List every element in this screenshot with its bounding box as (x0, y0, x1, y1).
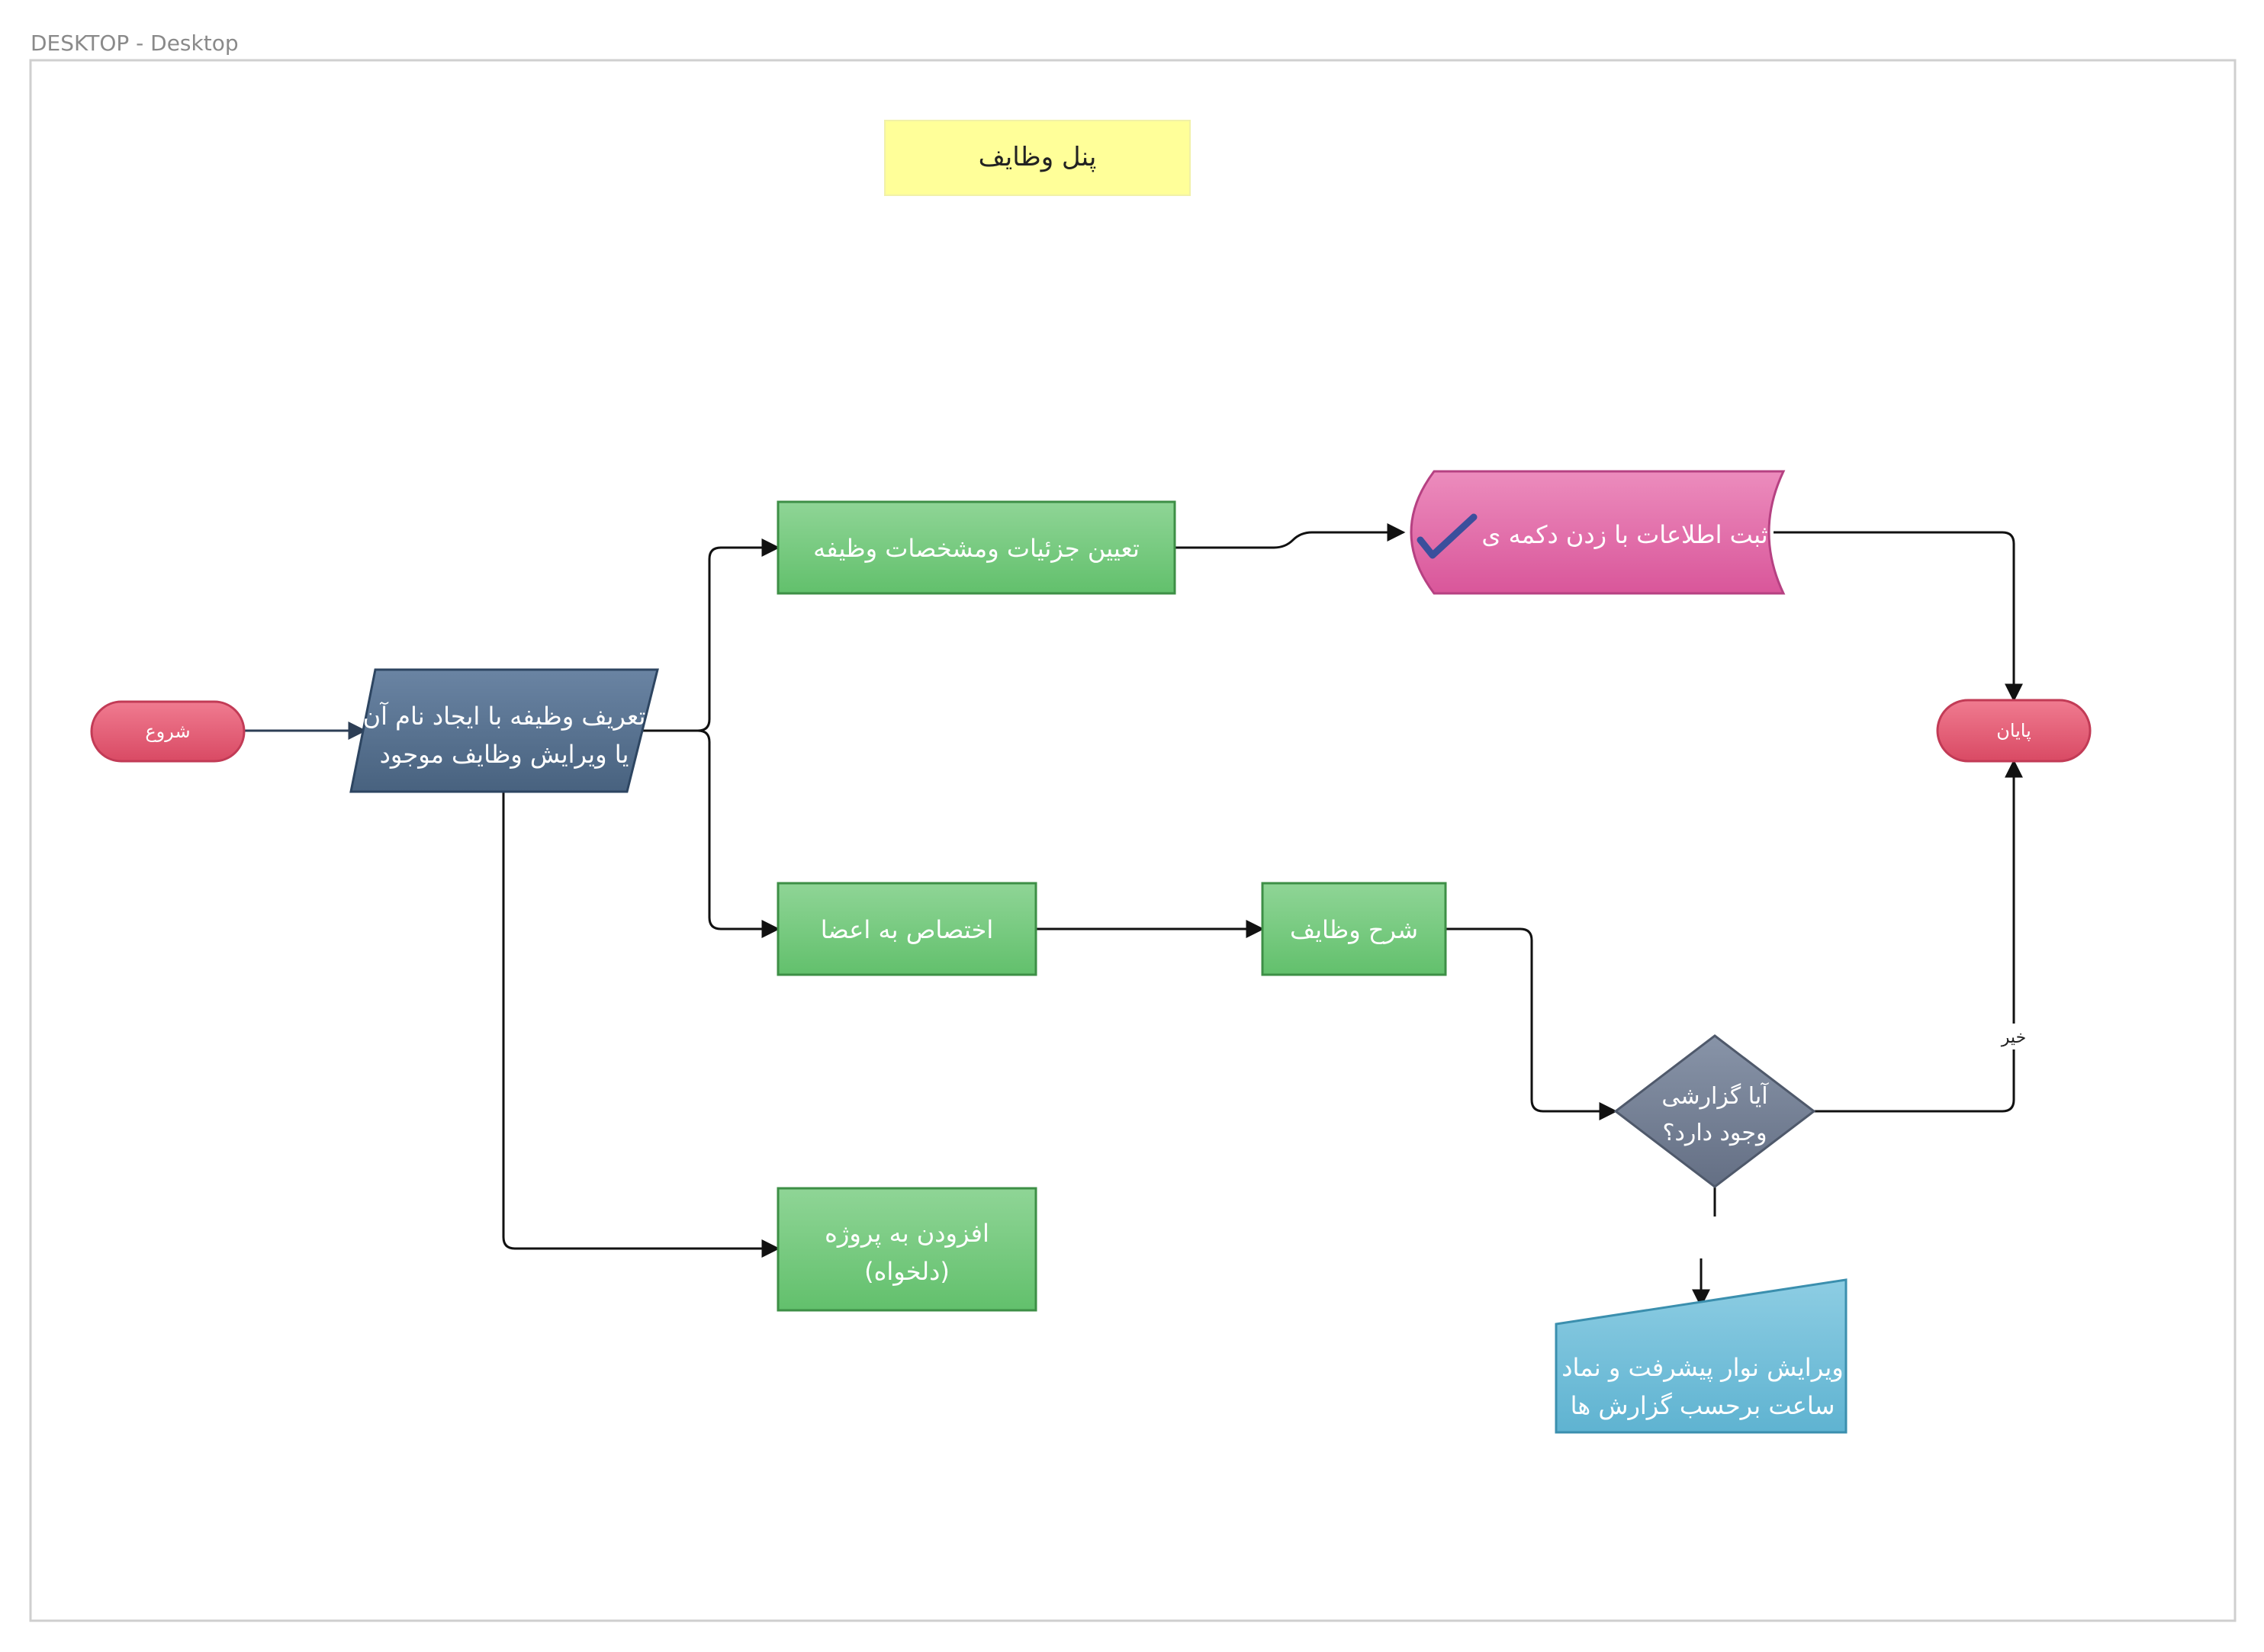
add-project-line-2: (دلخواه) (864, 1257, 950, 1286)
end-label: پایان (1996, 720, 2031, 741)
start-terminal[interactable]: شروع (90, 700, 246, 763)
checkmark-icon (1417, 513, 1478, 559)
edge-description-to-decision (1446, 927, 1618, 1120)
decision-line-1: آیا گزارشی (1661, 1082, 1769, 1110)
edge-details-to-save (1175, 523, 1406, 549)
edit-progress-line-2: ساعت برحسب گزارش ها (1571, 1391, 1835, 1420)
save-info-node[interactable]: ثبت اطلاعات با زدن دکمه ی (1410, 470, 1786, 595)
frame-label: DESKTOP - Desktop (31, 31, 239, 56)
end-terminal[interactable]: پایان (1936, 699, 2092, 763)
add-to-project-node[interactable]: افزودن به پروژه (دلخواه) (777, 1187, 1037, 1312)
edge-define-to-add-project (502, 792, 780, 1258)
edit-progress-line-1: ویرایش نوار پیشرفت و نماد (1561, 1353, 1843, 1382)
add-project-line-1: افزودن به پروژه (825, 1219, 989, 1248)
decision-line-2: وجود دارد؟ (1663, 1120, 1767, 1146)
define-task-line-2: یا ویرایش وظایف موجود (380, 740, 629, 769)
title-note-text: پنل وظایف (979, 142, 1097, 172)
assign-members-node[interactable]: اختصاص به اعضا (777, 882, 1037, 976)
task-description-label: شرح وظایف (1290, 915, 1418, 944)
set-details-node[interactable]: تعیین جزئیات ومشخصات وظیفه (777, 500, 1176, 595)
save-info-label: ثبت اطلاعات با زدن دکمه ی (1481, 520, 1767, 549)
define-task-line-1: تعریف وظیفه با ایجاد نام آن (363, 701, 646, 731)
desktop-frame (29, 59, 2237, 1622)
assign-members-label: اختصاص به اعضا (821, 915, 993, 944)
edge-save-to-end (1774, 531, 2023, 702)
task-description-node[interactable]: شرح وظایف (1261, 882, 1447, 976)
edge-define-to-assign (697, 729, 780, 938)
edge-decision-to-end (1814, 759, 2023, 1113)
edge-define-to-details (641, 538, 780, 732)
define-task-node[interactable]: تعریف وظیفه با ایجاد نام آن یا ویرایش وظ… (349, 668, 659, 793)
start-label: شروع (145, 721, 190, 742)
edge-label-bg (1997, 1024, 2031, 1049)
set-details-label: تعیین جزئیات ومشخصات وظیفه (813, 534, 1140, 563)
edge-label-no: خیر (2001, 1028, 2026, 1047)
title-note[interactable]: پنل وظایف (884, 120, 1191, 196)
edit-progress-node[interactable]: ویرایش نوار پیشرفت و نماد ساعت برحسب گزا… (1555, 1278, 1848, 1434)
report-exists-decision[interactable]: آیا گزارشی وجود دارد؟ (1613, 1034, 1816, 1188)
